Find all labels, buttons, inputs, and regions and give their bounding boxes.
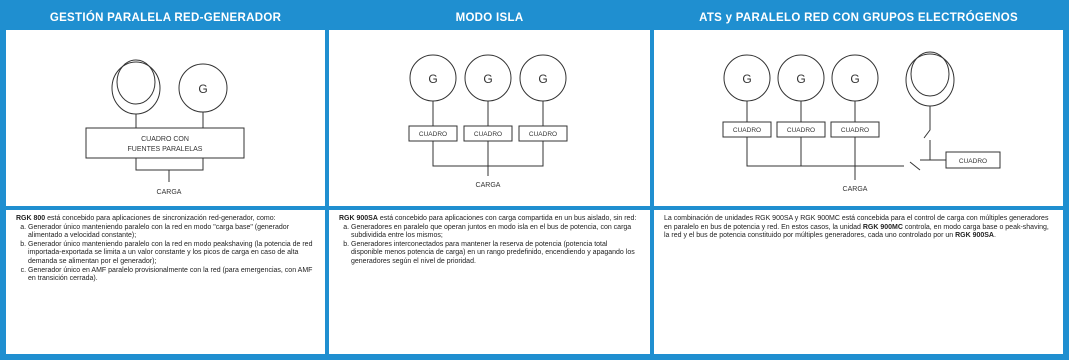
- separator: [329, 206, 650, 210]
- load-bus: [432, 141, 544, 176]
- intro-text: está concebido para aplicaciones con car…: [377, 215, 637, 222]
- application-list: Generador único manteniendo paralelo con…: [16, 224, 315, 284]
- generator-label-3: G: [850, 72, 859, 86]
- generator-label-3: G: [538, 72, 547, 86]
- text-part: controla, en modo carga base o peak-shav…: [664, 223, 1049, 240]
- product-name: RGK 900SA: [339, 215, 378, 222]
- product-name: RGK 900MC: [862, 223, 903, 231]
- transfer-switch: [855, 159, 946, 171]
- grid-switch-line: [923, 106, 931, 160]
- box-label-2: CUADRO: [787, 127, 815, 134]
- product-name: RGK 900SA: [955, 232, 994, 240]
- grid-switchboard-box: [945, 151, 1001, 169]
- box-label-line1: CUADRO CON: [141, 136, 189, 143]
- panel-title: MODO ISLA: [329, 6, 650, 30]
- description-paragraph: La combinación de unidades RGK 900SA y R…: [664, 215, 1053, 241]
- panel-paralelo-red-generador: GESTIÓN PARALELA RED-GENERADOR G CUADRO …: [6, 6, 325, 354]
- list-item: Generador único en AMF paralelo provisio…: [28, 267, 315, 284]
- grid-transformer-circle-2: [116, 59, 156, 105]
- list-item: Generador único manteniendo paralelo con…: [28, 241, 315, 267]
- intro-paragraph: RGK 900SA está concebido para aplicacion…: [339, 215, 640, 224]
- box-label-2: CUADRO: [474, 131, 502, 138]
- box-label-3: CUADRO: [529, 131, 557, 138]
- list-item: Generadores interconectados para mantene…: [351, 241, 640, 267]
- box-label-3: CUADRO: [841, 127, 869, 134]
- diagram-svg: G G G CUADRO CUADRO CUADRO CUADRO CARGA: [722, 51, 1001, 193]
- text-part: La combinación de unidades RGK 900SA y R…: [664, 215, 1049, 231]
- box-label-1: CUADRO: [733, 127, 761, 134]
- list-item: Generador único manteniendo paralelo con…: [28, 224, 315, 241]
- panel-description: La combinación de unidades RGK 900SA y R…: [654, 210, 1063, 354]
- load-label: CARGA: [157, 189, 182, 196]
- grid-transformer-circle-1: [905, 53, 955, 107]
- generator-label-2: G: [796, 72, 805, 86]
- panel-ats-paralelo-red: ATS y PARALELO RED CON GRUPOS ELECTRÓGEN…: [654, 6, 1063, 354]
- diagram-ats-paralelo-red: G G G CUADRO CUADRO CUADRO CUADRO CARGA: [654, 30, 1063, 206]
- grid-transformer-circle-2: [910, 51, 950, 97]
- separator: [6, 206, 325, 210]
- product-name: RGK 800: [16, 215, 46, 222]
- parallel-sources-box: [85, 127, 245, 159]
- panel-title: GESTIÓN PARALELA RED-GENERADOR: [6, 6, 325, 30]
- box-label-line2: FUENTES PARALELAS: [128, 146, 203, 153]
- generator-label-1: G: [428, 72, 437, 86]
- box-label-4: CUADRO: [959, 158, 987, 165]
- list-item: Generadores en paralelo que operan junto…: [351, 224, 640, 241]
- panel-modo-isla: MODO ISLA G G G CUADRO: [329, 6, 650, 354]
- diagram-svg: G G G CUADRO CUADRO CUADRO CARGA: [408, 54, 568, 189]
- panel-title: ATS y PARALELO RED CON GRUPOS ELECTRÓGEN…: [654, 6, 1063, 30]
- generator-label-2: G: [483, 72, 492, 86]
- intro-paragraph: RGK 800 está concebido para aplicaciones…: [16, 215, 315, 224]
- panel-description: RGK 800 está concebido para aplicaciones…: [6, 210, 325, 354]
- load-label: CARGA: [476, 182, 501, 189]
- intro-text: está concebido para aplicaciones de sinc…: [45, 215, 276, 222]
- panel-description: RGK 900SA está concebido para aplicacion…: [329, 210, 650, 354]
- diagram-svg: G CUADRO CON FUENTES PARALELAS CARGA: [85, 59, 245, 196]
- box-label-1: CUADRO: [419, 131, 447, 138]
- text-part: .: [993, 232, 996, 240]
- diagram-paralelo-red-generador: G CUADRO CON FUENTES PARALELAS CARGA: [6, 30, 325, 206]
- diagram-modo-isla: G G G CUADRO CUADRO CUADRO CARGA: [329, 30, 650, 206]
- generator-bus: [746, 137, 856, 167]
- generator-label-1: G: [742, 72, 751, 86]
- separator: [654, 206, 1063, 210]
- generator-label: G: [198, 82, 207, 96]
- application-list: Generadores en paralelo que operan junto…: [339, 224, 640, 267]
- load-bracket: [135, 158, 204, 182]
- grid-transformer-circle-1: [111, 61, 161, 115]
- load-label: CARGA: [843, 186, 868, 193]
